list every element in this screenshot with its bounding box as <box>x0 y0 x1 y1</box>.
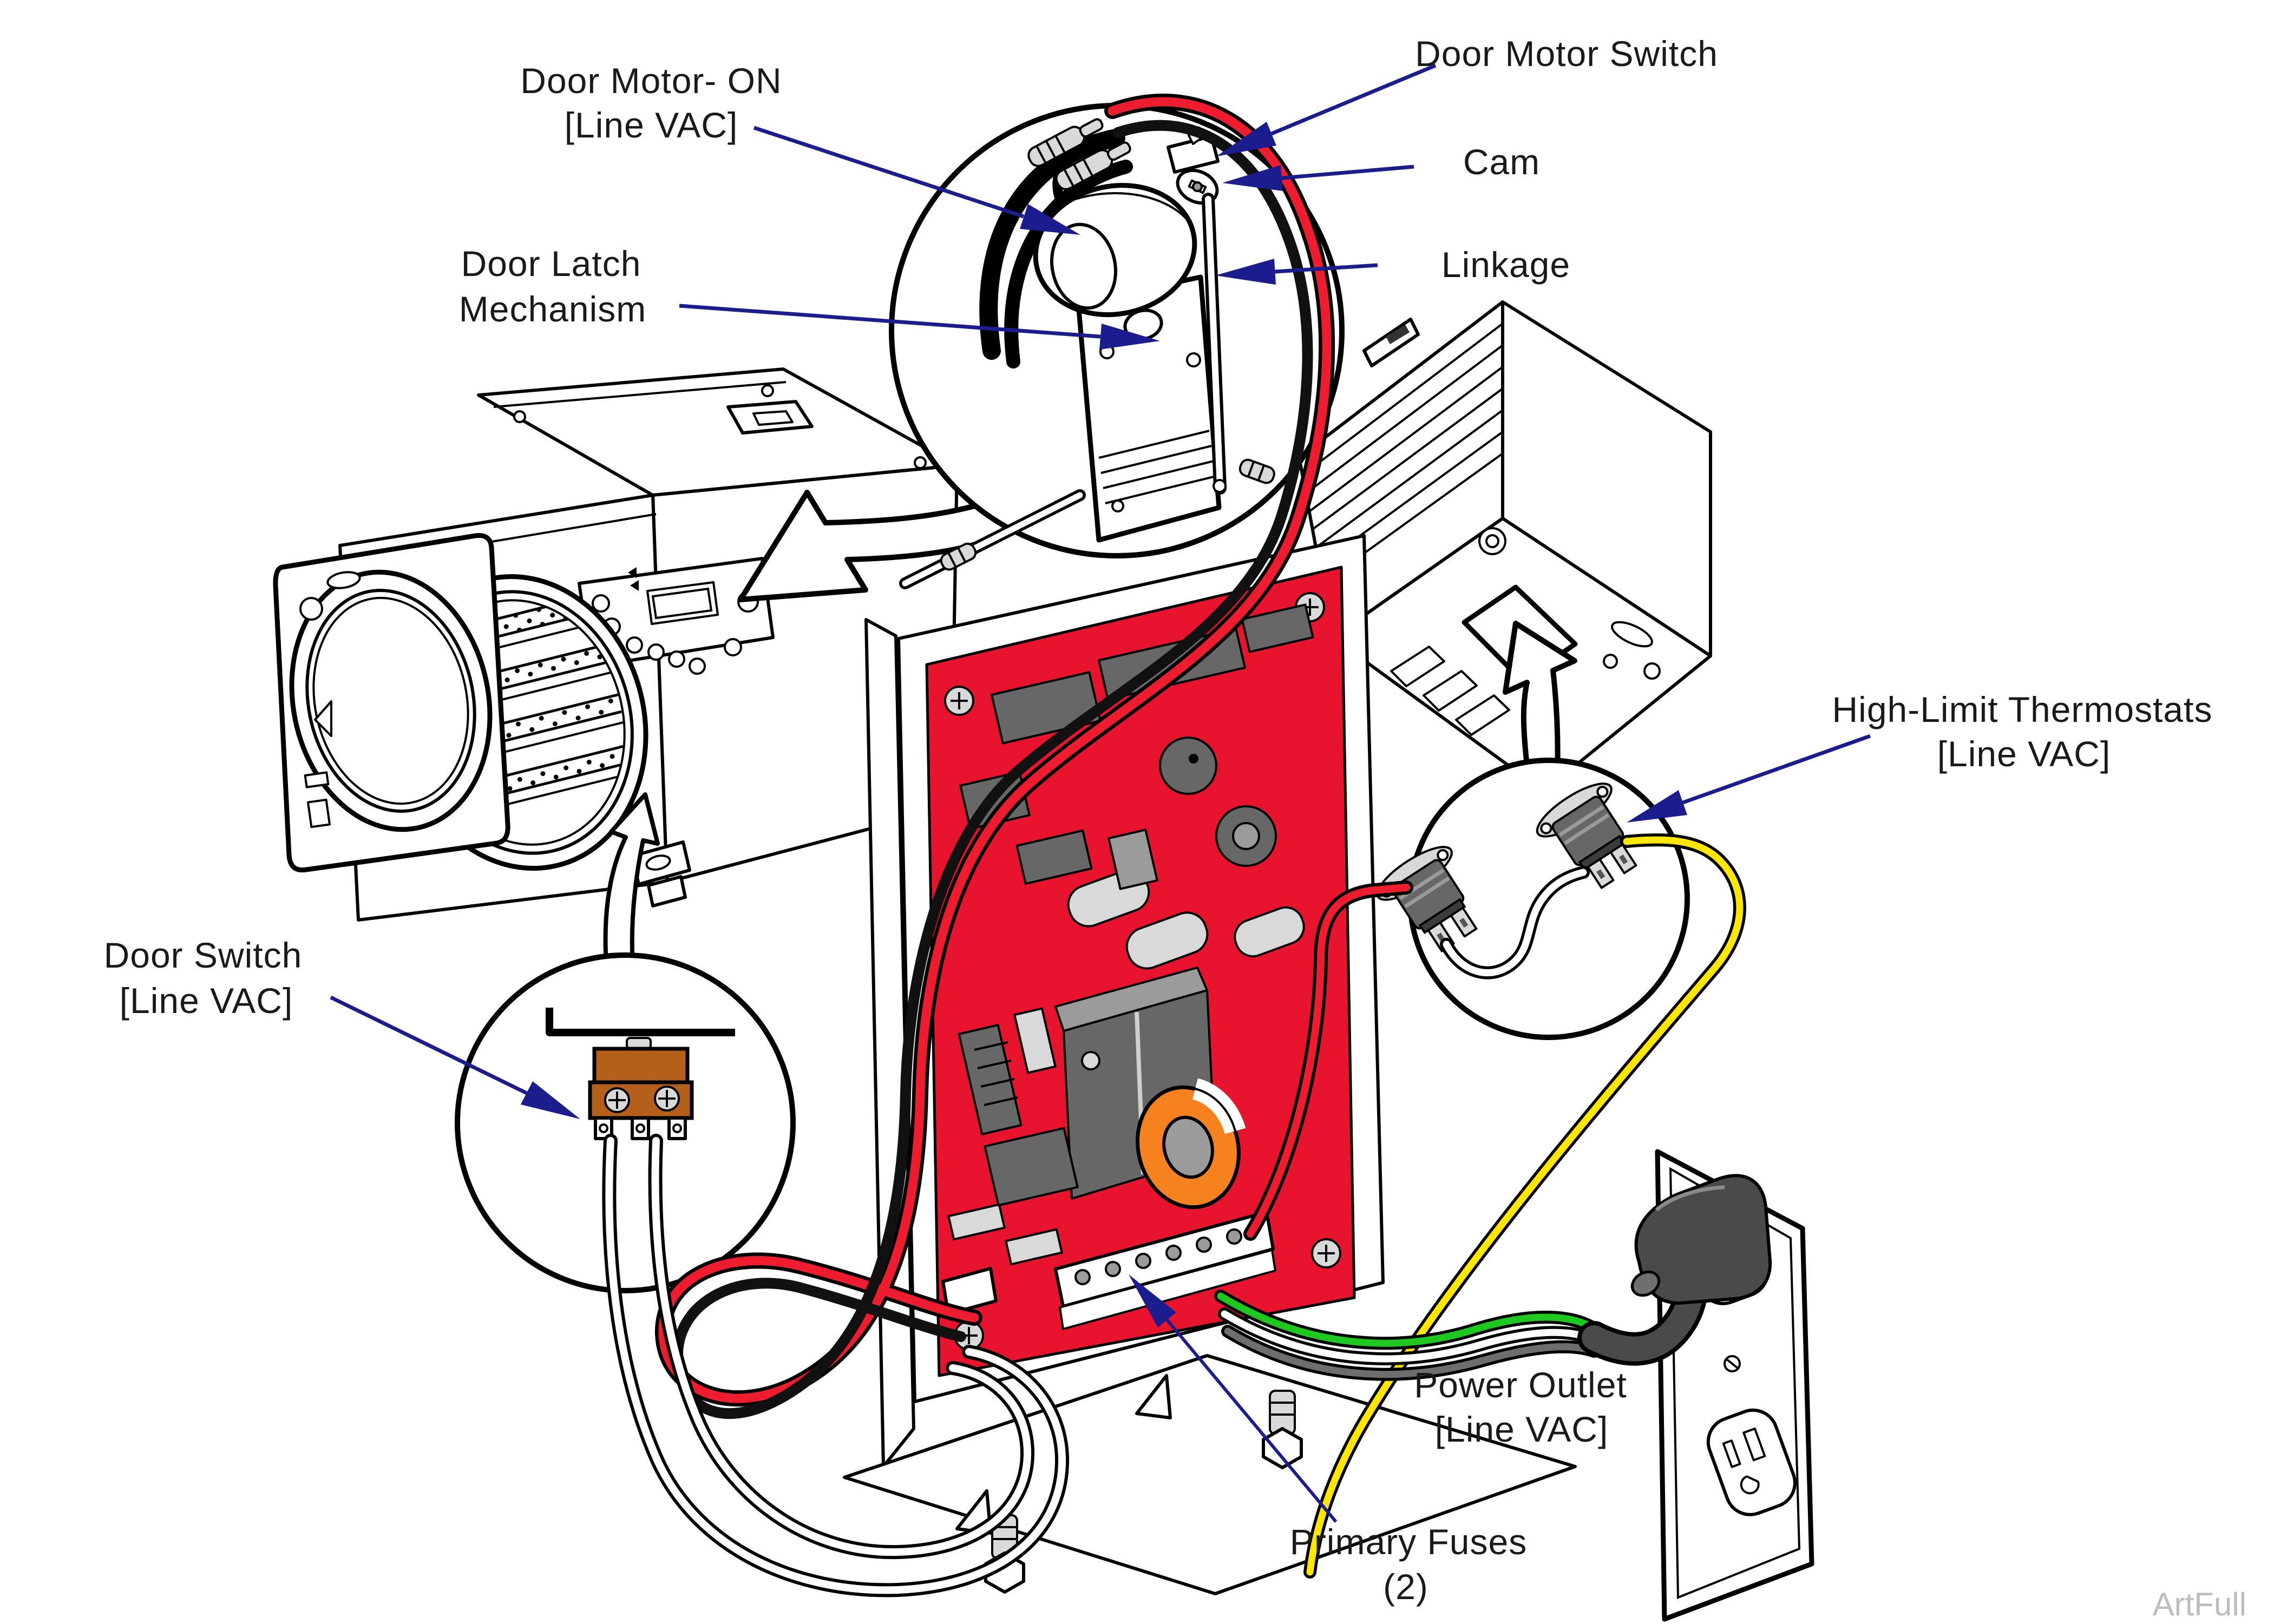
resistor <box>1005 1228 1063 1266</box>
capacitor <box>1125 911 1209 970</box>
label-high-limit-vac: [Line VAC] <box>1937 734 2111 774</box>
control-display <box>646 581 719 625</box>
label-mechanism: Mechanism <box>459 289 646 329</box>
door-warning-triangle <box>314 700 332 737</box>
label-door-motor-on-vac: [Line VAC] <box>565 105 738 145</box>
arrow-door-switch <box>521 1081 580 1119</box>
board-screw <box>1311 1238 1341 1268</box>
panel-button <box>592 594 610 613</box>
base-plate-tab <box>1135 1374 1172 1419</box>
artfull-watermark: ArtFull <box>2153 1586 2246 1622</box>
wire-door-motor-black <box>672 120 1313 1419</box>
latch-rod <box>899 489 1086 589</box>
terminal-block <box>1054 1211 1276 1330</box>
arrow-door-motor-switch <box>1216 122 1276 156</box>
capacitor <box>1013 1007 1057 1074</box>
label-cam: Cam <box>1463 142 1540 182</box>
buzzer <box>1159 737 1217 795</box>
outlet-bottom-receptacle <box>1706 1408 1797 1516</box>
board-screw <box>944 686 974 716</box>
regulator <box>1107 829 1158 890</box>
callout-arrow-to-keeper <box>603 792 660 979</box>
crimp-connectors <box>1027 118 1131 190</box>
capacitor <box>1234 906 1305 958</box>
switch-screw <box>654 1086 680 1112</box>
arrow-door-latch <box>1099 324 1160 350</box>
label-power-outlet-vac: [Line VAC] <box>1435 1409 1609 1449</box>
panel-button <box>668 650 685 668</box>
resistor <box>947 1203 1006 1241</box>
panel-button <box>724 638 742 656</box>
arrow-door-motor-on <box>1020 204 1080 235</box>
callout-arrow-to-box <box>1503 621 1577 778</box>
labels: Door Motor- ON [Line VAC] Door Motor Swi… <box>104 34 2246 1622</box>
linkage-rod <box>1202 193 1275 495</box>
label-door-latch: Door Latch <box>461 244 641 284</box>
toroid-inductor <box>1136 1078 1246 1209</box>
door-motor <box>1033 183 1197 317</box>
switch-terminal <box>631 1116 650 1140</box>
autoclave-printer-slot-inner <box>752 410 794 426</box>
label-door-motor-on: Door Motor- ON <box>520 61 782 101</box>
label-power-outlet: Power Outlet <box>1414 1365 1627 1405</box>
power-plug <box>1630 1174 1772 1305</box>
label-primary-fuses: Primary Fuses <box>1290 1522 1527 1562</box>
board-components <box>941 603 1314 1330</box>
label-primary-fuses-count: (2) <box>1383 1567 1428 1607</box>
relay <box>984 1127 1079 1207</box>
arrow-high-limit <box>1627 790 1687 823</box>
label-door-switch-vac: [Line VAC] <box>120 981 293 1021</box>
high-limit-thermostat <box>1536 783 1637 889</box>
panel-button <box>689 658 706 675</box>
base-plate-bolt <box>1262 1390 1303 1469</box>
label-door-motor-switch: Door Motor Switch <box>1415 34 1718 74</box>
switch-mount-bracket-line <box>546 1008 735 1036</box>
panel-button <box>647 643 665 661</box>
arrow-linkage <box>1215 259 1276 285</box>
arrow-cam <box>1222 165 1283 191</box>
arrow-primary-fuses <box>1129 1274 1176 1327</box>
connector <box>1241 603 1314 653</box>
switch-screw <box>604 1087 630 1113</box>
ic-chip <box>1015 829 1093 885</box>
door-switch-part <box>588 1037 694 1140</box>
door-switch-callout <box>455 952 796 1293</box>
label-arrows <box>330 63 1871 1523</box>
thermostats-callout <box>1376 758 1690 1040</box>
panel-button <box>626 636 643 654</box>
label-high-limit: High-Limit Thermostats <box>1832 689 2213 729</box>
label-door-switch: Door Switch <box>104 935 303 975</box>
autoclave <box>273 367 959 922</box>
dip-connector <box>958 1024 1023 1135</box>
autoclave-door <box>273 532 510 873</box>
door-switch-keeper <box>631 840 691 908</box>
label-linkage: Linkage <box>1441 245 1570 285</box>
